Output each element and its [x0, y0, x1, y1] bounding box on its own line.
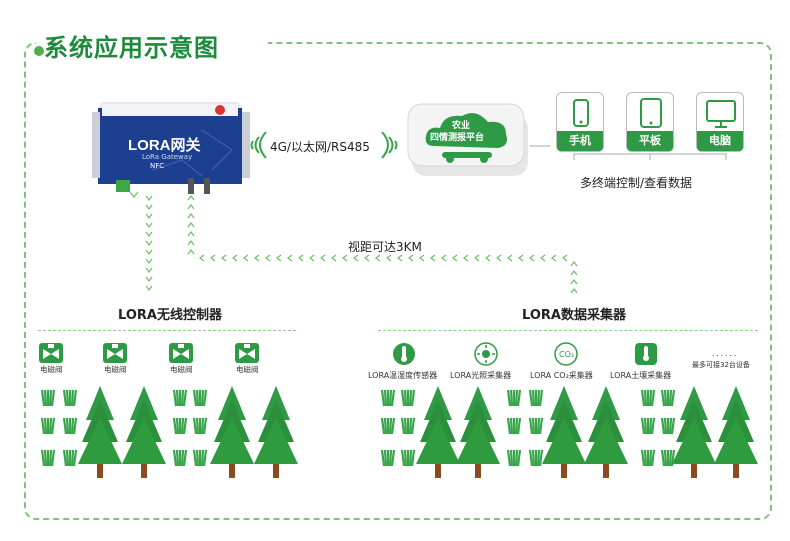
- device-label: 手机: [557, 131, 603, 151]
- grass: [172, 417, 188, 435]
- grass: [192, 449, 208, 467]
- lora-gateway: [92, 102, 250, 194]
- lora-link-arrows: [130, 192, 578, 294]
- grass: [506, 417, 522, 435]
- grass: [528, 417, 544, 435]
- tree: [210, 386, 254, 478]
- signal-waves-right-icon: [381, 131, 398, 159]
- grass: [192, 417, 208, 435]
- tree: [584, 386, 628, 478]
- tree: [122, 386, 166, 478]
- grass: [640, 449, 656, 467]
- cloud-label-line2: 四情测报平台: [430, 133, 485, 143]
- signal-waves-left-icon: [250, 131, 267, 159]
- grass: [528, 389, 544, 407]
- valve-label: 电磁阀: [40, 365, 63, 374]
- crop-field: [40, 386, 758, 478]
- tree: [254, 386, 298, 478]
- device-label: 平板: [627, 131, 673, 151]
- solenoid-valve: 电磁阀: [168, 342, 194, 374]
- sensor: LORA温湿度传感器: [368, 342, 437, 380]
- tablet-icon: [640, 98, 662, 128]
- tree: [78, 386, 122, 478]
- tree: [416, 386, 460, 478]
- grass: [506, 389, 522, 407]
- valve-icon: [235, 343, 259, 363]
- grass: [40, 449, 56, 467]
- device-phone: 手机: [556, 92, 604, 152]
- sensor-label: LORA光照采集器: [450, 371, 512, 380]
- grass: [62, 449, 78, 467]
- grass: [660, 389, 676, 407]
- tree: [714, 386, 758, 478]
- sensor-label: LORA温湿度传感器: [368, 371, 438, 380]
- collector-caption: LORA数据采集器: [522, 308, 626, 323]
- grass: [172, 449, 188, 467]
- range-label: 视距可达3KM: [348, 240, 422, 254]
- grass: [660, 417, 676, 435]
- grass: [640, 389, 656, 407]
- tree: [542, 386, 586, 478]
- grass: [528, 449, 544, 467]
- grass: [400, 449, 416, 467]
- grass: [192, 389, 208, 407]
- sensor: LORA光照采集器: [450, 342, 511, 380]
- grass: [640, 417, 656, 435]
- co2-icon: CO₂: [554, 342, 578, 366]
- sensor-label: LORA CO₂采集器: [530, 371, 593, 380]
- link-label: 4G/以太网/RS485: [270, 140, 370, 154]
- gateway-nfc: NFC: [150, 162, 165, 170]
- grass: [40, 417, 56, 435]
- diagram-frame: [24, 42, 772, 520]
- solenoid-valve: 电磁阀: [102, 342, 128, 374]
- grass: [660, 449, 676, 467]
- valve-label: 电磁阀: [236, 365, 259, 374]
- grass: [400, 389, 416, 407]
- grass: [172, 389, 188, 407]
- device-tablet: 平板: [626, 92, 674, 152]
- grass: [380, 389, 396, 407]
- gateway-subname: LoRa Gateway: [142, 153, 193, 161]
- phone-icon: [573, 99, 589, 127]
- sun-icon: [474, 342, 498, 366]
- cloud-label-line1: 农业: [452, 121, 471, 131]
- valve-label: 电磁阀: [170, 365, 193, 374]
- tree: [672, 386, 716, 478]
- valve-icon: [169, 343, 193, 363]
- grass: [380, 449, 396, 467]
- device-label: 电脑: [697, 131, 743, 151]
- tree: [456, 386, 500, 478]
- valve-icon: [103, 343, 127, 363]
- monitor-icon: [706, 100, 736, 128]
- grass: [506, 449, 522, 467]
- grass: [62, 389, 78, 407]
- grass: [380, 417, 396, 435]
- valve-icon: [39, 343, 63, 363]
- title-dot: [34, 46, 44, 56]
- solenoid-valve: 电磁阀: [38, 342, 64, 374]
- grass: [62, 417, 78, 435]
- grass: [400, 417, 416, 435]
- sensor: LORA土壤采集器: [610, 342, 671, 380]
- cloud-platform: [407, 103, 528, 176]
- sensor: CO₂ LORA CO₂采集器: [530, 342, 593, 380]
- valve-label: 电磁阀: [104, 365, 127, 374]
- thermometer-icon: [393, 343, 415, 365]
- devices-caption: 多终端控制/查看数据: [580, 176, 693, 190]
- gateway-name: LORA网关: [128, 137, 201, 154]
- sensor-label: LORA土壤采集器: [610, 371, 672, 380]
- extra-devices-label: 最多可接32台设备: [692, 361, 750, 369]
- controller-caption: LORA无线控制器: [118, 308, 222, 323]
- page-title: 系统应用示意图: [44, 34, 219, 62]
- soil-thermometer-icon: [635, 343, 657, 365]
- solenoid-valve: 电磁阀: [234, 342, 260, 374]
- device-computer: 电脑: [696, 92, 744, 152]
- grass: [40, 389, 56, 407]
- svg-text:CO₂: CO₂: [559, 350, 574, 359]
